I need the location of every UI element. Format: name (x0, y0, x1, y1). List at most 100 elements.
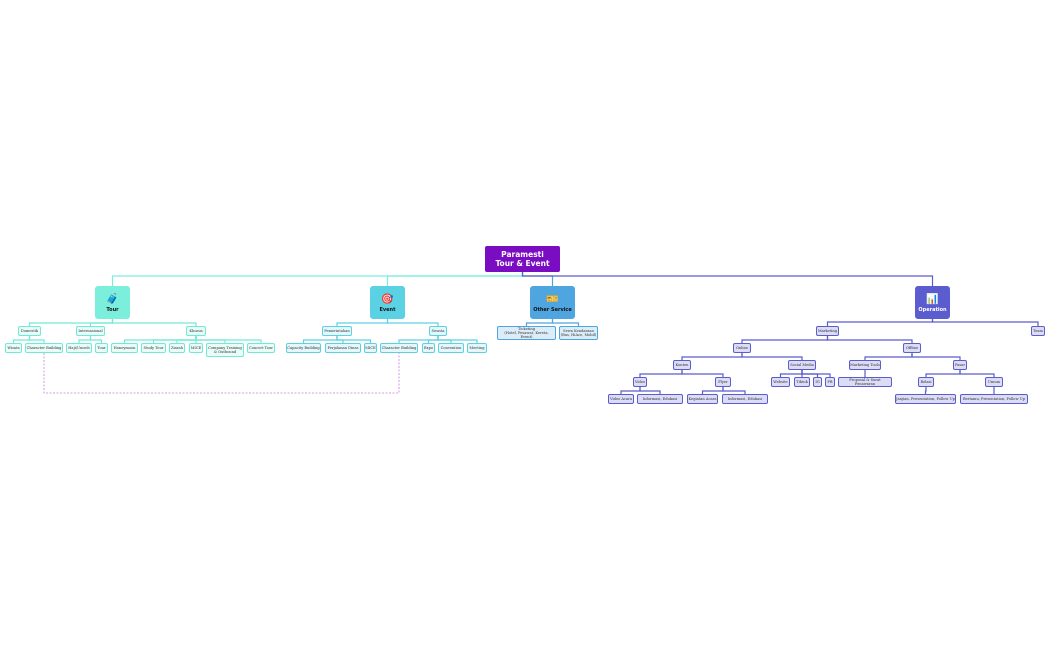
connector (826, 319, 934, 326)
connector (639, 387, 661, 394)
node-sewa-kendaraan[interactable]: Sewa Kendaraan (Bus, HiAce, Mobil) (559, 326, 598, 340)
connector (925, 370, 961, 377)
connector (722, 387, 746, 394)
connector (741, 336, 829, 343)
node-fb[interactable]: FB (825, 377, 835, 387)
node-expo[interactable]: Expo (422, 343, 435, 353)
node-haji-umroh[interactable]: Haji/Umroh (66, 343, 92, 353)
target-icon: 🎯 (381, 293, 394, 305)
bar-chart-icon: 📊 (926, 293, 939, 305)
node-concert-tour[interactable]: Concert Tour (247, 343, 275, 353)
node-informasi-edukasi[interactable]: Informasi, Edukasi (637, 394, 683, 404)
node-ticketing[interactable]: Ticketing (Hotel, Pesawat, Kereta, Event… (497, 326, 556, 340)
node-ziarah[interactable]: Ziarah (169, 343, 185, 353)
node-honeymoon[interactable]: Honeymoon (111, 343, 138, 353)
topic-other-service[interactable]: 🎫Other Service (530, 286, 575, 319)
root-topic[interactable]: Paramesti Tour & Event (485, 246, 560, 272)
topic-label: Event (379, 306, 396, 313)
connector (12, 336, 31, 343)
connector (89, 319, 114, 326)
topic-operation[interactable]: 📊Operation (915, 286, 950, 319)
connector (521, 272, 554, 286)
connector (681, 353, 743, 360)
node-pemerintahan[interactable]: Pemerintahan (322, 326, 352, 336)
node-domestik[interactable]: Domestik (18, 326, 41, 336)
connector (437, 336, 478, 343)
node-team[interactable]: Team (1031, 326, 1045, 336)
connector (620, 387, 641, 394)
connector (911, 353, 961, 360)
node-online[interactable]: Online (733, 343, 751, 353)
node-swasta[interactable]: Swasta (429, 326, 447, 336)
connector (336, 319, 389, 326)
node-flyer[interactable]: Flyer (715, 377, 731, 387)
connector (111, 319, 197, 326)
topic-label: Other Service (533, 306, 572, 313)
node-meeting[interactable]: Meeting (467, 343, 487, 353)
node-marketing[interactable]: Marketing (816, 326, 839, 336)
node-social-media[interactable]: Social Media (788, 360, 816, 370)
node-character-building[interactable]: Character Building (380, 343, 418, 353)
connector (801, 370, 831, 377)
connector (28, 336, 45, 343)
node-janjian[interactable]: Janjian, Presentation, Follow Up (895, 394, 956, 404)
topic-event[interactable]: 🎯Event (370, 286, 405, 319)
topic-tour[interactable]: 🧳Tour (95, 286, 130, 319)
node-proposal[interactable]: Proposal & Surat Penawaran (838, 377, 892, 387)
node-company-training[interactable]: Company Training & Outbound (206, 343, 244, 357)
connector (741, 353, 803, 360)
connector (386, 319, 439, 326)
node-bertamu[interactable]: Bertamu, Presentation, Follow Up (960, 394, 1028, 404)
node-khusus[interactable]: Khusus (186, 326, 206, 336)
node-relasi[interactable]: Relasi (918, 377, 934, 387)
topic-label: Tour (106, 306, 119, 313)
node-wisata[interactable]: Wisata (5, 343, 22, 353)
ticket-icon: 🎫 (546, 293, 559, 305)
node-convention[interactable]: Convention (438, 343, 464, 353)
node-konten[interactable]: Konten (673, 360, 691, 370)
node-video[interactable]: Video (633, 377, 647, 387)
connector (525, 319, 554, 326)
connector (864, 353, 913, 360)
node-video-acara[interactable]: Video Acara (608, 394, 634, 404)
node-tiktok[interactable]: Tiktok (794, 377, 810, 387)
connector (681, 370, 724, 377)
node-internasional[interactable]: Internasional (76, 326, 105, 336)
node-kegiatan-acara[interactable]: Kegiatan Acara (687, 394, 718, 404)
connector (78, 336, 92, 343)
connector (826, 336, 913, 343)
node-marketing-tools[interactable]: Marketing Tools (849, 360, 881, 370)
cross-link-dashed (43, 353, 400, 394)
node-informasi-edukasi[interactable]: Informasi, Edukasi (722, 394, 768, 404)
node-perjalanan-dinas[interactable]: Perjalanan Dinas (325, 343, 361, 353)
node-mice[interactable]: MICE (189, 343, 203, 353)
connector (959, 370, 995, 377)
connector (195, 336, 262, 343)
connector (336, 336, 372, 343)
connector (176, 336, 197, 343)
connector (779, 370, 803, 377)
node-umum[interactable]: Umum (985, 377, 1003, 387)
suitcase-icon: 🧳 (106, 293, 119, 305)
node-ig[interactable]: IG (813, 377, 822, 387)
connector (89, 336, 103, 343)
connector (386, 272, 524, 286)
connector (111, 272, 524, 286)
node-character-building[interactable]: Character Building (25, 343, 63, 353)
node-capacity-building[interactable]: Capacity Building (286, 343, 321, 353)
node-offline[interactable]: Offline (903, 343, 921, 353)
connector (701, 387, 724, 394)
connector (639, 370, 683, 377)
node-study-tour[interactable]: Study Tour (141, 343, 166, 353)
topic-label: Operation (918, 306, 947, 313)
connector (302, 336, 338, 343)
node-mice[interactable]: MICE (364, 343, 377, 353)
node-pasar[interactable]: Pasar (953, 360, 967, 370)
connector (427, 336, 439, 343)
node-website[interactable]: Website (771, 377, 790, 387)
connector (521, 272, 934, 286)
node-tour[interactable]: Tour (95, 343, 108, 353)
connector (931, 319, 1039, 326)
